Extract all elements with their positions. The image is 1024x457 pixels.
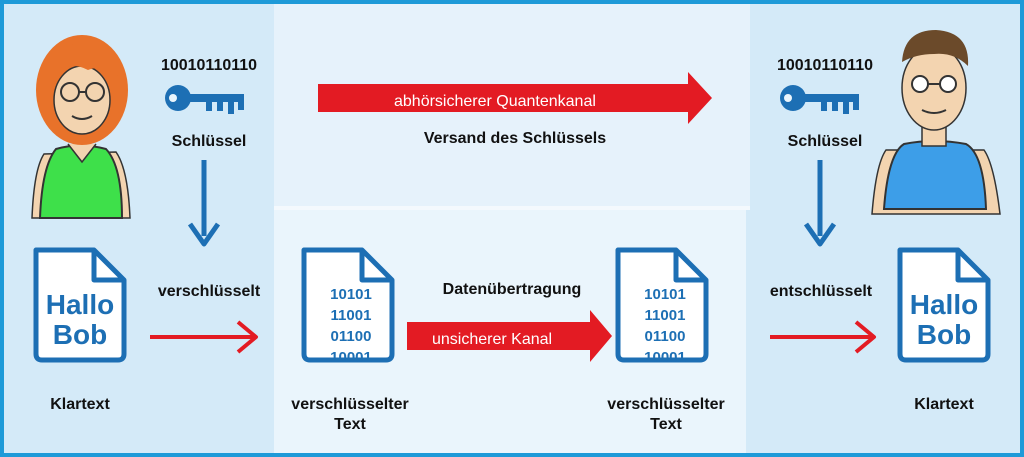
cipher-label-right-line1: verschlüsselter [607, 396, 725, 413]
sender-key-bits: 10010110110 [160, 57, 258, 74]
quantum-arrow-label: abhörsicherer Quantenkanal [394, 93, 596, 110]
receiver-doc-line2: Bob [916, 319, 972, 350]
cipher-label-left-line2: Text [334, 416, 366, 433]
sender-key-icon [165, 85, 244, 114]
sender-doc-label: Klartext [50, 396, 110, 413]
receiver-red-arrow-icon [770, 320, 876, 354]
cipher-bits-row: 10001 [330, 349, 372, 366]
sender-doc-line2: Bob [52, 319, 108, 350]
receiver-key-icon [780, 85, 859, 114]
encrypt-label: verschlüsselt [157, 283, 261, 300]
sender-doc-line1: Hallo [45, 289, 115, 320]
insecure-arrow-label: unsicherer Kanal [432, 331, 553, 348]
receiver-panel [746, 4, 1020, 453]
receiver-doc-label: Klartext [914, 396, 974, 413]
cipher-bits-row: 10101 [644, 286, 686, 303]
decrypt-label: entschlüsselt [769, 283, 873, 300]
cipher-bits-row: 01100 [644, 328, 686, 345]
cipher-bits-row: 10101 [330, 286, 372, 303]
diagram-artwork [31, 30, 1001, 453]
channel-divider [274, 206, 750, 210]
receiver-doc-line1: Hallo [909, 289, 979, 320]
receiver-key-label: Schlüssel [787, 133, 863, 150]
transfer-caption: Datenübertragung [442, 281, 582, 298]
bob-avatar [871, 30, 1001, 215]
sender-red-arrow-icon [150, 320, 258, 354]
decrypt-down-arrow-icon [803, 160, 837, 247]
cipher-bits-row: 11001 [644, 307, 686, 324]
cipher-bits-row: 10001 [644, 349, 686, 366]
sender-key-label: Schlüssel [171, 133, 247, 150]
quantum-channel-arrow-icon [318, 72, 712, 124]
cipher-label-left-line1: verschlüsselter [291, 396, 409, 413]
ciphertext-left-bits: 10101 11001 01100 10001 [306, 284, 396, 368]
cipher-label-right-line2: Text [650, 416, 682, 433]
receiver-key-bits: 10010110110 [776, 57, 874, 74]
alice-avatar [31, 35, 131, 219]
ciphertext-right-bits: 10101 11001 01100 10001 [620, 284, 710, 368]
cipher-bits-row: 11001 [330, 307, 372, 324]
quantum-caption: Versand des Schlüssels [423, 130, 607, 147]
encrypt-down-arrow-icon [187, 160, 221, 247]
cipher-bits-row: 01100 [330, 328, 372, 345]
insecure-channel-arrow-icon [407, 310, 612, 362]
